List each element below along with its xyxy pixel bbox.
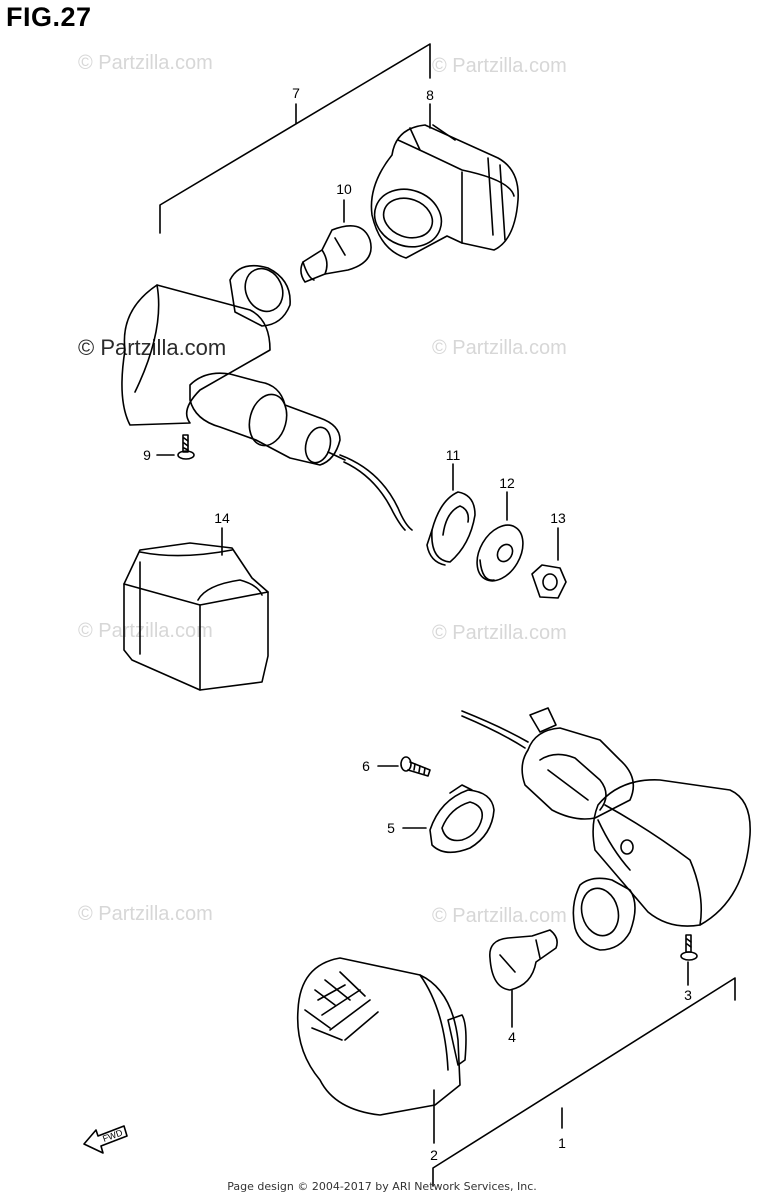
callout-13: 13 [550,510,566,526]
watermark: © Partzilla.com [432,622,567,644]
callout-10: 10 [336,181,352,197]
lens-part-8 [370,124,519,259]
washer-part-12 [476,524,524,582]
nut-part-13 [531,564,567,599]
callout-3: 3 [684,987,692,1003]
fwd-arrow-icon: FWD [83,1125,128,1154]
callout-9: 9 [143,447,151,463]
screw-part-9 [177,434,195,460]
figure-title: FIG.27 [6,2,92,32]
callout-6: 6 [362,758,370,774]
bracket-1 [432,977,736,1187]
callout-11: 11 [446,447,461,463]
watermark: © Partzilla.com [78,52,213,74]
page-footer: Page design © 2004-2017 by ARI Network S… [227,1180,537,1193]
callout-14: 14 [214,510,230,526]
bulb-part-4 [489,929,558,991]
screw-part-6 [400,756,431,777]
callout-4: 4 [508,1029,516,1045]
callout-7: 7 [292,85,300,101]
callout-5: 5 [387,820,395,836]
gasket-part-5 [429,784,495,854]
bracket-7 [159,43,431,234]
watermark: © Partzilla.com [432,905,567,927]
clamp-part-11 [426,491,476,566]
turn-signal-housing-lower [461,707,751,951]
turn-signal-housing-upper [121,264,413,531]
bulb-part-10 [300,224,372,283]
screw-part-3 [680,934,698,961]
watermark: © Partzilla.com [432,337,567,359]
cover-part-14 [123,542,269,691]
callout-12: 12 [499,475,515,491]
watermark: © Partzilla.com [78,620,213,642]
callout-8: 8 [426,87,434,103]
leader-lines [156,103,689,1144]
callout-2: 2 [430,1147,438,1163]
watermark: © Partzilla.com [432,55,567,77]
callout-1: 1 [558,1135,566,1151]
lens-part-2 [296,957,467,1116]
watermark: © Partzilla.com [78,903,213,925]
